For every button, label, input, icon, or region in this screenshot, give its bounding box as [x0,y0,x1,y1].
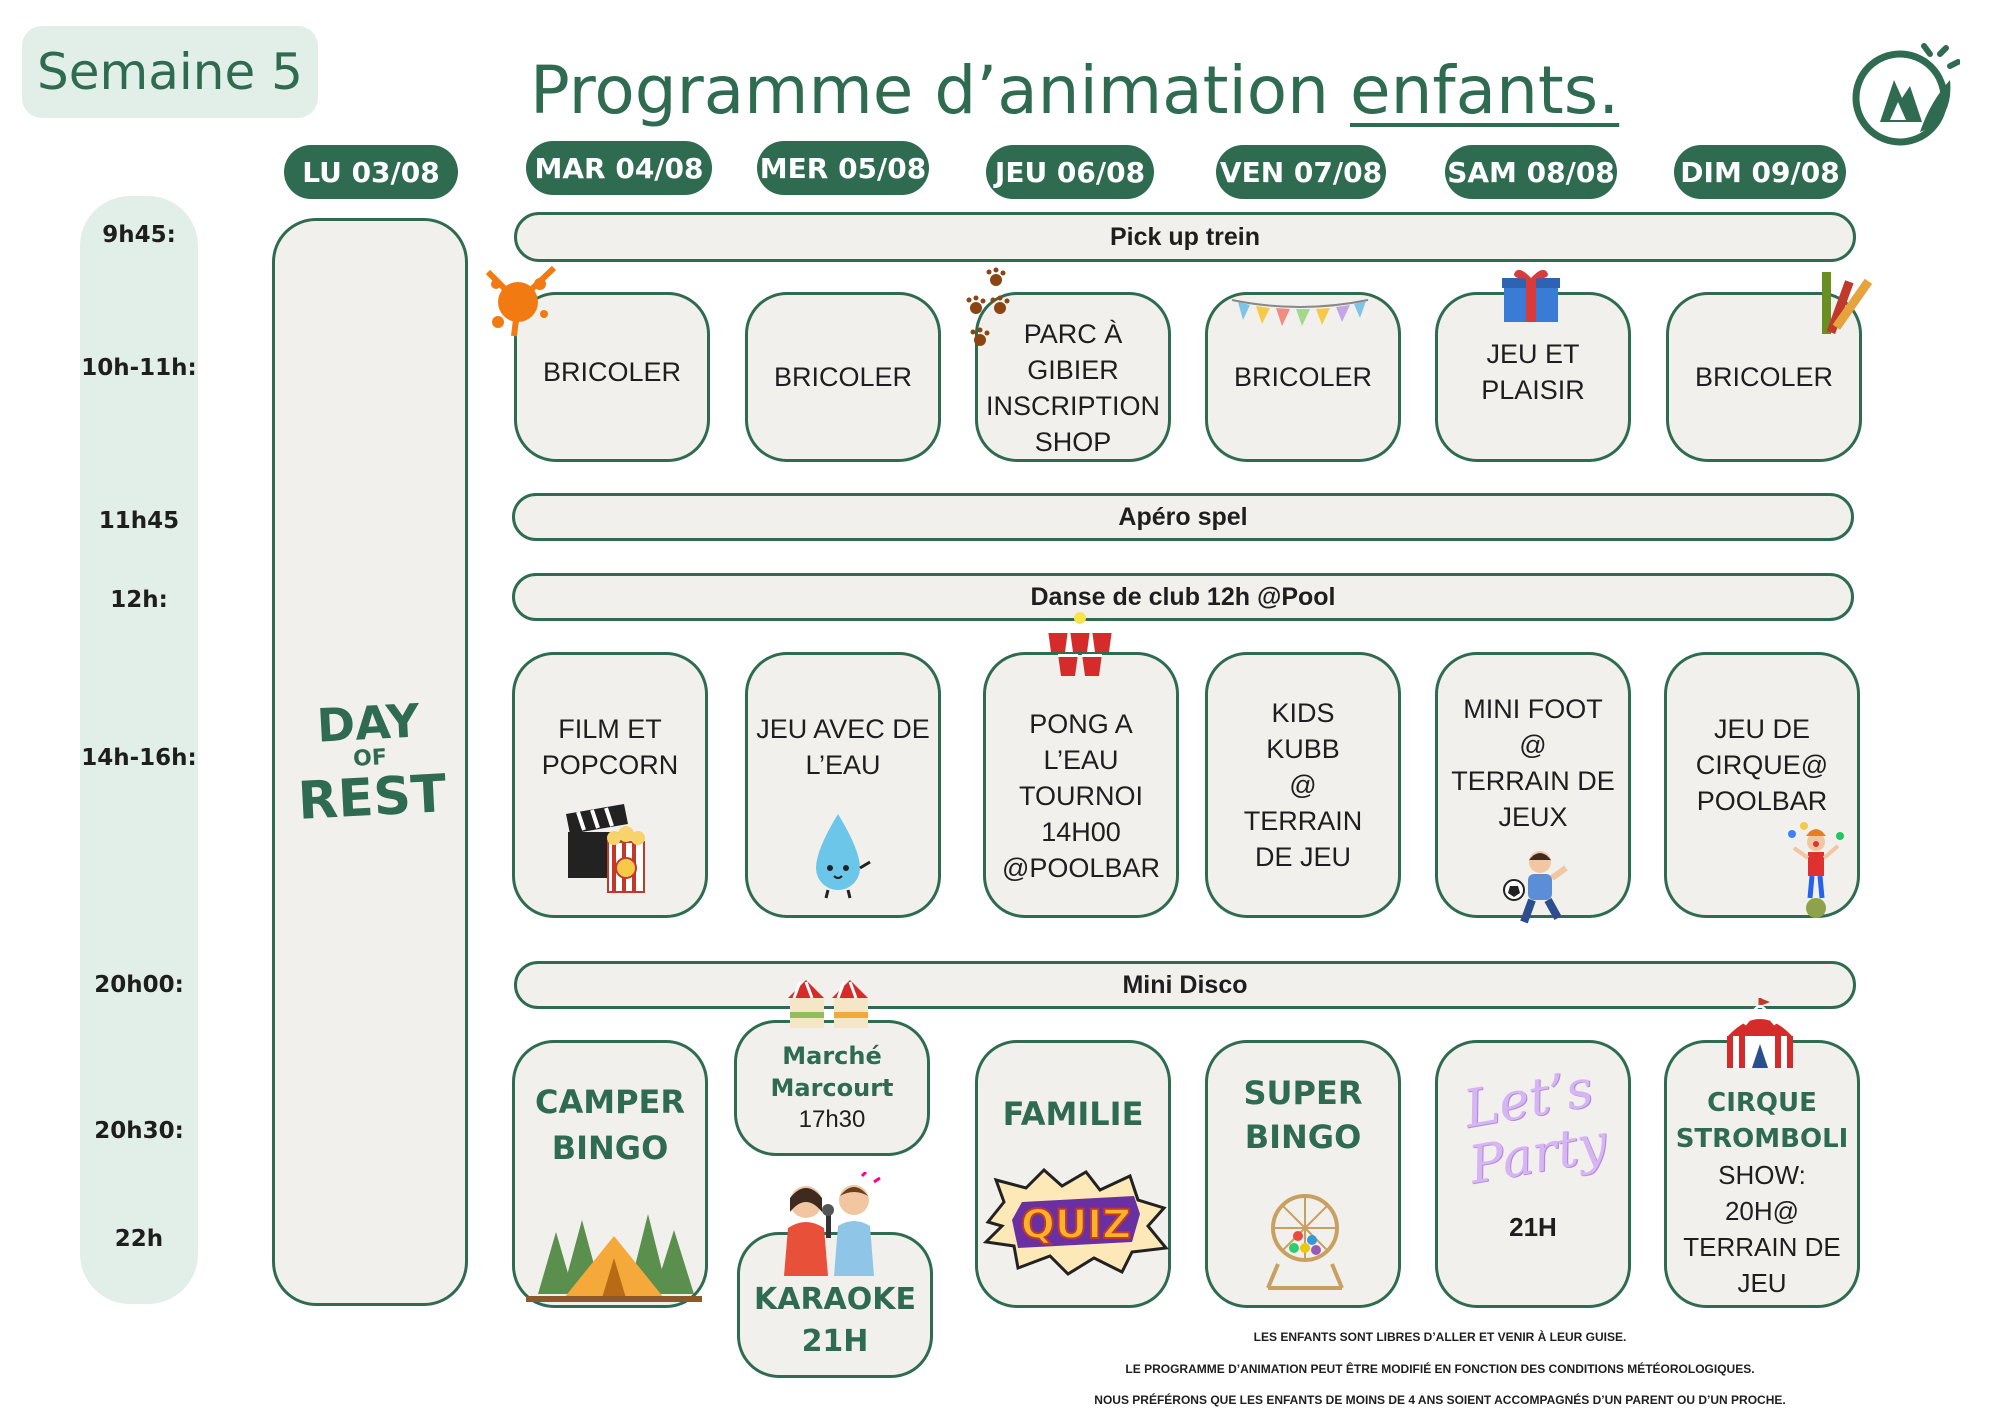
circus-tent-icon [1724,998,1796,1070]
rest-day-card: DAY OF REST [272,218,468,1306]
tent-icon [524,1194,704,1304]
market-time: 17h30 [798,1106,866,1133]
activity-detail: SHOW: 20H@ TERRAIN DE JEU [1683,1160,1841,1298]
time-label: 22h [114,1226,164,1252]
day-friday: VEN 07/08 [1216,145,1386,199]
day-tuesday: MAR 04/08 [526,141,712,195]
activity-label: BRICOLER [542,357,682,387]
karaoke-kids-icon [770,1172,890,1276]
week-label: Semaine 5 [37,43,303,101]
activity-label: FAMILIE [1002,1095,1144,1133]
beer-pong-cups-icon [1034,610,1126,680]
footer-note: NOUS PRÉFÉRONS QUE LES ENFANTS DE MOINS … [1094,1393,1786,1407]
soccer-kid-icon [1500,848,1580,934]
evening-card-saturday: Let’s Party 21H [1435,1040,1631,1308]
quiz-text: QUIZ [1021,1202,1131,1248]
afternoon-card-saturday: MINI FOOT @ TERRAIN DE JEUX [1435,652,1631,918]
afternoon-card-thursday: PONG A L’EAU TOURNOI 14H00 @POOLBAR [983,652,1179,918]
time-label: 12h: [110,587,168,613]
activity-label: SUPER BINGO [1243,1074,1363,1156]
activity-label: CIRQUE STROMBOLI [1675,1088,1849,1154]
title-text: Programme d’animation [530,52,1350,129]
morning-card-thursday: PARC À GIBIER INSCRIPTION SHOP [975,292,1171,462]
disco-bar: Mini Disco [514,961,1856,1009]
footer-note: LES ENFANTS SONT LIBRES D’ALLER ET VENIR… [1253,1330,1627,1344]
day-monday: LU 03/08 [284,145,458,199]
time-column [80,196,198,1304]
rest-line-3: REST [296,764,448,832]
pickup-bar: Pick up trein [514,212,1856,262]
page-title: Programme d’animation enfants. [530,52,1619,136]
activity-label: FILM ET POPCORN [541,714,679,780]
gift-icon [1500,266,1562,324]
morning-card-tuesday: BRICOLER [514,292,710,462]
activity-label: BRICOLER [773,362,913,392]
clown-icon [1786,820,1848,920]
afternoon-card-sunday: JEU DE CIRQUE@ POOLBAR [1664,652,1860,918]
activity-label: BRICOLER [1233,362,1373,392]
evening-card-sunday: CIRQUE STROMBOLI SHOW: 20H@ TERRAIN DE J… [1664,1040,1860,1308]
market-card: Marché Marcourt 17h30 [734,1020,930,1156]
afternoon-card-friday: KIDS KUBB @ TERRAIN DE JEU [1205,652,1401,918]
market-stalls-icon [786,978,872,1030]
rest-line-1: DAY [315,693,421,753]
time-label: 10h-11h: [81,355,197,381]
activity-label: PONG A L’EAU TOURNOI 14H00 @POOLBAR [1002,709,1160,883]
paw-prints-icon [962,266,1012,352]
time-label: 20h30: [94,1118,184,1144]
day-wednesday: MER 05/08 [757,141,929,195]
activity-label: MINI FOOT @ TERRAIN DE JEUX [1451,694,1615,832]
time-label: 9h45: [102,222,176,248]
activity-label: PARC À GIBIER INSCRIPTION SHOP [985,319,1160,457]
danse-bar: Danse de club 12h @Pool [512,573,1854,621]
activity-label: JEU AVEC DE L’EAU [756,714,930,780]
day-sunday: DIM 09/08 [1674,145,1846,199]
lets-party-script: Let’s Party [1459,1058,1612,1197]
bunting-icon [1230,296,1370,332]
karaoke-card: KARAOKE 21H [737,1232,933,1378]
water-drop-icon [798,810,878,900]
day-saturday: SAM 08/08 [1445,145,1617,199]
evening-card-friday: SUPER BINGO [1205,1040,1401,1308]
time-label: 14h-16h: [81,745,197,771]
activity-label: KIDS KUBB @ TERRAIN DE JEU [1243,698,1363,872]
paint-splash-icon [484,262,560,338]
morning-card-wednesday: BRICOLER [745,292,941,462]
party-time: 21H [1509,1212,1557,1242]
activity-label: BRICOLER [1694,362,1834,392]
logo-icon [1850,40,1960,150]
activity-label: JEU ET PLAISIR [1481,339,1585,405]
bingo-cage-icon [1260,1178,1350,1292]
pencils-icon [1818,266,1878,338]
time-label: 20h00: [94,972,184,998]
footer-note: LE PROGRAMME D’ANIMATION PEUT ÊTRE MODIF… [1125,1362,1755,1376]
market-label: Marché Marcourt [770,1042,894,1102]
clapperboard-popcorn-icon [564,802,650,898]
day-thursday: JEU 06/08 [986,145,1154,199]
activity-label: CAMPER BINGO [534,1083,686,1167]
apero-bar: Apéro spel [512,493,1854,541]
quiz-burst-icon: QUIZ [982,1168,1170,1276]
activity-label: JEU DE CIRQUE@ POOLBAR [1695,714,1829,816]
week-badge: Semaine 5 [22,26,318,118]
title-underlined: enfants. [1349,52,1620,129]
time-label: 11h45 [98,508,180,534]
day-of-rest-icon: DAY OF REST [293,693,448,832]
activity-label: KARAOKE 21H [753,1282,917,1359]
